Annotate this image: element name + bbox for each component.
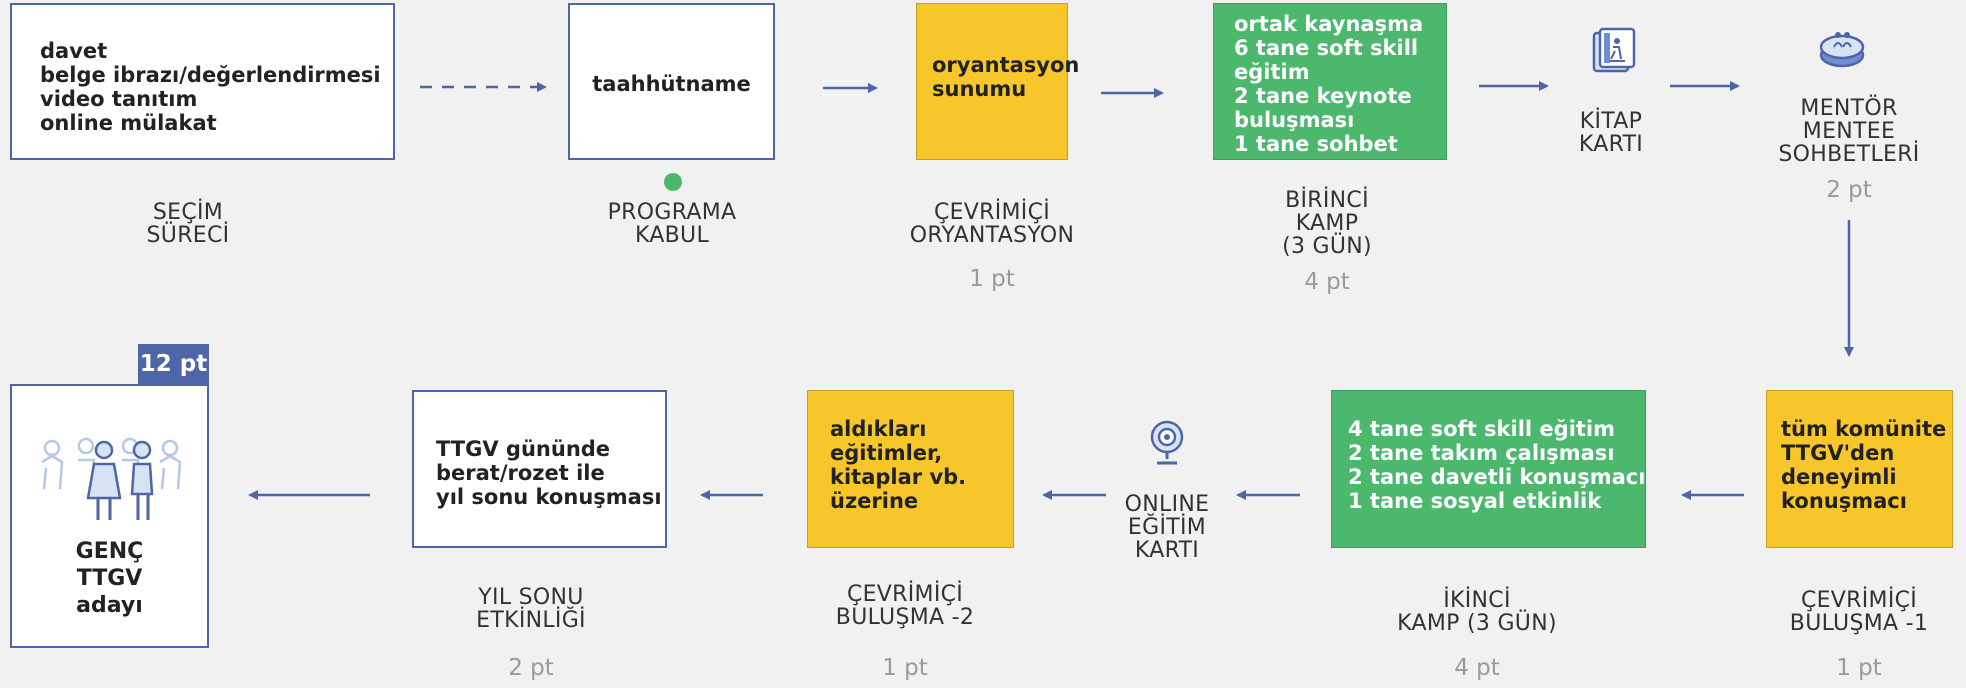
mentor-chat-icon	[1819, 32, 1865, 68]
first-camp-points: 4 pt	[1304, 269, 1350, 295]
meeting2-line: üzerine	[830, 489, 919, 513]
year-end-box: TTGV gününde berat/rozet ile yıl sonu ko…	[412, 390, 667, 548]
points-badge: 12 pt	[138, 344, 209, 384]
mentor-label: MENTÖR MENTEE SOHBETLERİ	[1778, 96, 1920, 167]
meeting1-line: konuşmacı	[1781, 489, 1907, 513]
first-camp-line: 6 tane soft skill	[1234, 36, 1419, 60]
candidate-line: GENÇ	[75, 539, 144, 564]
selection-line: belge ibrazı/değerlendirmesi	[40, 63, 381, 87]
first-camp-box: ortak kaynaşma 6 tane soft skill eğitim …	[1213, 3, 1447, 160]
orientation-label: ÇEVRİMİÇİ ORYANTASYON	[909, 200, 1075, 248]
meeting1-line: TTGV'den	[1781, 441, 1895, 465]
meeting2-line: kitaplar vb.	[830, 465, 967, 489]
meeting1-line: tüm komünite	[1781, 417, 1947, 441]
meeting1-points: 1 pt	[1836, 655, 1882, 681]
first-camp-line: 2 tane keynote	[1234, 84, 1412, 108]
year-end-line: berat/rozet ile	[436, 461, 605, 485]
meeting1-box: tüm komünite TTGV'den deneyimli konuşmac…	[1766, 390, 1953, 548]
second-camp-line: 2 tane takım çalışması	[1348, 441, 1615, 465]
orientation-line: oryantasyon	[932, 53, 1080, 77]
first-camp-line: eğitim	[1234, 60, 1310, 84]
selection-line: video tanıtım	[40, 87, 198, 111]
meeting2-box: aldıkları eğitimler, kitaplar vb. üzerin…	[807, 390, 1014, 548]
second-camp-line: 1 tane sosyal etkinlik	[1348, 489, 1602, 513]
year-end-points: 2 pt	[508, 655, 554, 681]
year-end-label: YIL SONU ETKİNLİĞİ	[476, 585, 586, 633]
webcam-icon	[1150, 420, 1184, 465]
status-dot-icon	[664, 173, 682, 191]
year-end-line: TTGV gününde	[436, 437, 611, 461]
second-camp-label: İKİNCİ KAMP (3 GÜN)	[1397, 588, 1557, 636]
second-camp-line: 2 tane davetli konuşmacı	[1348, 465, 1646, 489]
candidate-box: GENÇ TTGV adayı	[10, 384, 209, 648]
selection-line: davet	[40, 39, 108, 63]
meeting1-line: deneyimli	[1781, 465, 1897, 489]
online-card-label: ONLINE EĞİTİM KARTI	[1124, 492, 1210, 563]
meeting2-label: ÇEVRİMİÇİ BULUŞMA -2	[835, 582, 975, 630]
second-camp-line: 4 tane soft skill eğitim	[1348, 417, 1616, 441]
selection-label: SEÇİM SÜRECİ	[146, 200, 230, 248]
second-camp-points: 4 pt	[1454, 655, 1500, 681]
meeting2-line: aldıkları	[830, 417, 927, 441]
candidate-line: TTGV	[76, 566, 143, 591]
second-camp-box: 4 tane soft skill eğitim 2 tane takım ça…	[1331, 390, 1646, 548]
selection-box: davet belge ibrazı/değerlendirmesi video…	[10, 3, 395, 160]
first-camp-line: 1 tane sohbet	[1234, 132, 1398, 156]
meeting1-label: ÇEVRİMİÇİ BULUŞMA -1	[1789, 588, 1929, 636]
selection-line: online mülakat	[40, 111, 217, 135]
first-camp-label: BİRİNCİ KAMP (3 GÜN)	[1282, 188, 1372, 259]
year-end-line: yıl sonu konuşması	[436, 485, 662, 509]
meeting2-points: 1 pt	[882, 655, 928, 681]
admission-box: taahhütname	[568, 3, 775, 160]
admission-line: taahhütname	[592, 72, 751, 96]
meeting2-line: eğitimler,	[830, 441, 943, 465]
people-group-icon	[41, 437, 182, 520]
book-card-icon	[1592, 27, 1636, 73]
book-card-label: KİTAP KARTI	[1578, 109, 1644, 157]
first-camp-line: ortak kaynaşma	[1234, 12, 1424, 36]
first-camp-line: buluşması	[1234, 108, 1355, 132]
admission-label: PROGRAMA KABUL	[607, 200, 737, 248]
mentor-points: 2 pt	[1826, 177, 1872, 203]
orientation-points: 1 pt	[969, 266, 1015, 292]
orientation-box: oryantasyon sunumu	[916, 3, 1080, 160]
candidate-line: adayı	[76, 593, 143, 618]
orientation-line: sunumu	[932, 77, 1027, 101]
